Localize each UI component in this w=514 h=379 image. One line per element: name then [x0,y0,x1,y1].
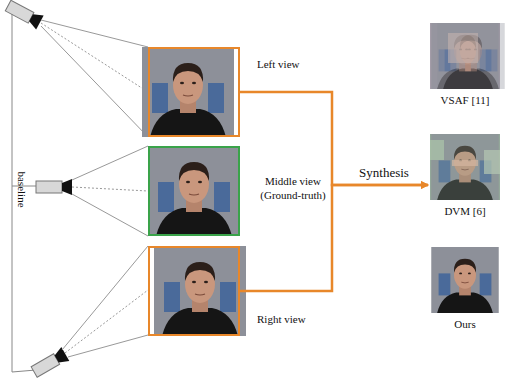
view-caption: Ours [405,317,514,331]
result-photo: VSAF [11] [430,23,500,89]
baseline-label: baseline [15,160,28,220]
view-caption: DVM [6] [405,204,514,218]
view-caption: Left view [257,57,337,71]
view-caption: Right view [257,312,337,326]
result-photo: DVM [6] [430,134,500,200]
result-photo: Ours [430,247,500,313]
view-photo: Right view [148,246,240,336]
view-photo: Left view [148,47,240,137]
edge-label: Synthesis [357,165,411,181]
view-photo: Middle view (Ground-truth) [148,146,240,236]
view-caption: Middle view (Ground-truth) [250,174,336,202]
synthesis-connector [240,92,428,185]
view-caption: VSAF [11] [405,93,514,107]
